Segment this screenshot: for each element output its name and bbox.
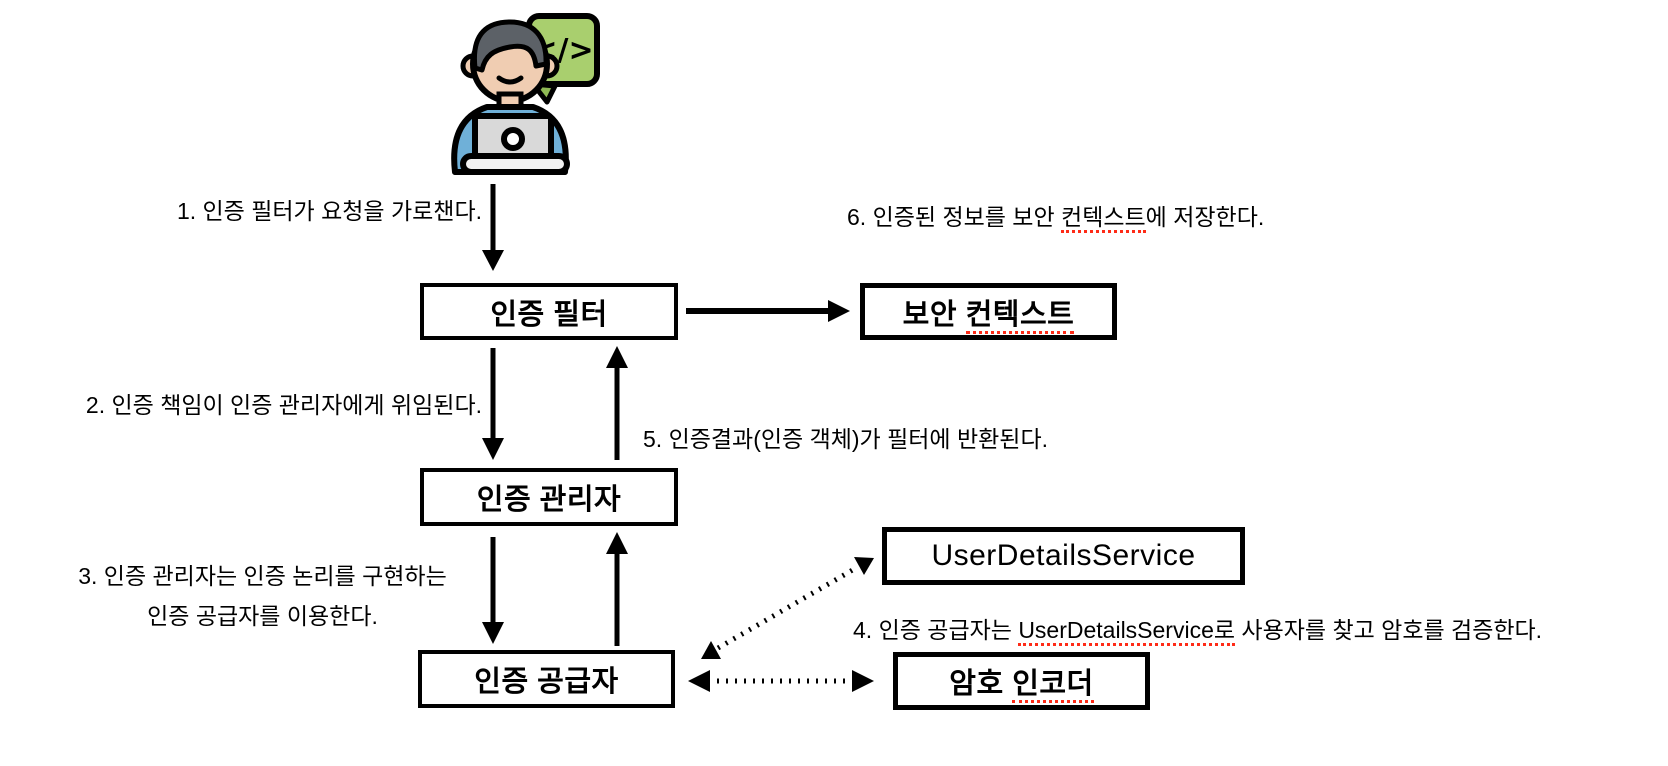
label-step3: 3. 인증 관리자는 인증 논리를 구현하는 인증 공급자를 이용한다.	[55, 556, 470, 636]
node-user-details-service: UserDetailsService	[882, 527, 1245, 585]
node-password-encoder-label: 암호 인코더	[949, 660, 1094, 703]
node-password-encoder: 암호 인코더	[893, 652, 1150, 710]
node-auth-filter-label: 인증 필터	[490, 298, 608, 331]
node-auth-manager: 인증 관리자	[420, 468, 678, 526]
node-auth-manager-label: 인증 관리자	[476, 484, 622, 516]
arrow-step1-down	[482, 184, 504, 271]
arrow-filter-to-context	[686, 300, 850, 322]
arrow-step2-down	[482, 348, 504, 460]
developer-person	[451, 19, 570, 175]
developer-at-laptop-icon: </>	[451, 13, 600, 175]
arrow-provider-encoder-dotted	[688, 670, 874, 692]
label-step4: 4. 인증 공급자는 UserDetailsService로 사용자를 찾고 암…	[853, 615, 1542, 646]
node-auth-provider-label: 인증 공급자	[474, 666, 619, 698]
arrow-step3-down	[482, 537, 504, 644]
misspelled-word: 컨텍스트	[1061, 204, 1146, 233]
label-step5: 5. 인증결과(인증 객체)가 필터에 반환된다.	[643, 426, 1049, 452]
label-step6: 6. 인증된 정보를 보안 컨텍스트에 저장한다.	[847, 202, 1264, 233]
label-step2: 2. 인증 책임이 인증 관리자에게 위임된다.	[85, 392, 482, 418]
node-auth-filter: 인증 필터	[420, 283, 678, 340]
misspelled-word: UserDetailsService로	[1018, 617, 1236, 646]
label-step1: 1. 인증 필터가 요청을 가로챈다.	[176, 198, 482, 224]
node-user-details-service-label: UserDetailsService	[931, 539, 1196, 572]
arrow-provider-to-manager-up	[606, 532, 628, 646]
arrow-step5-up	[606, 346, 628, 460]
label-step3-line2: 인증 공급자를 이용한다.	[147, 603, 378, 629]
node-auth-provider: 인증 공급자	[418, 650, 675, 708]
misspelled-word: 컨텍스트	[965, 298, 1075, 334]
label-step3-line1: 3. 인증 관리자는 인증 논리를 구현하는	[78, 563, 447, 589]
node-security-context: 보안 컨텍스트	[860, 283, 1117, 340]
misspelled-word: 인코더	[1012, 668, 1094, 703]
node-security-context-label: 보안 컨텍스트	[903, 291, 1075, 334]
arrow-provider-userdetails-dotted	[701, 557, 874, 659]
